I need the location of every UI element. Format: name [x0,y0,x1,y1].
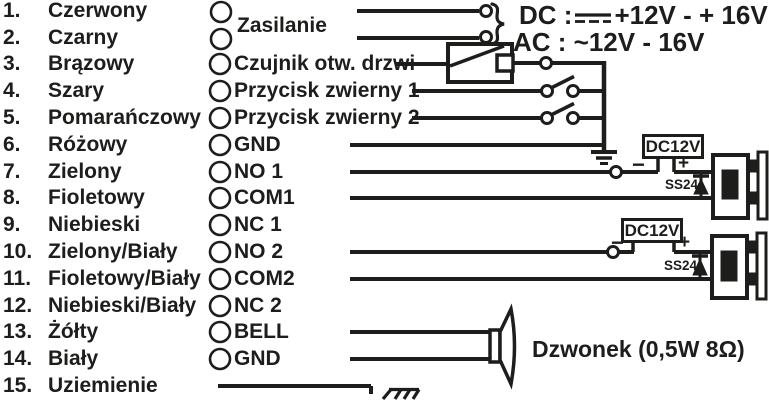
wire-color: Fioletowy/Biały [48,267,201,290]
wire-color: Biały [48,347,99,370]
wire-color: Niebieski [48,213,141,236]
terminal-label-no1: NO 1 [234,160,284,183]
wire-number: 11. [3,267,32,290]
wire-color: Fioletowy [48,186,145,209]
bell-spec-label: Dzwonek (0,5W 8Ω) [532,336,745,362]
wire-row-1: 1. Czerwony [3,0,147,22]
wire-number: 2. [3,26,21,49]
pushbutton-switch-2 [412,101,606,125]
diode-label-2: SS24 [664,258,698,273]
brace-glyph [490,2,505,46]
chassis-ground-icon [381,387,421,400]
dc-current-icon [575,13,612,23]
psu-module-2: DC12V [621,218,683,243]
wire-row-5: 5. Pomarańczowy [3,107,201,129]
bell-circuit [350,303,517,390]
flyback-diode-1 [693,172,709,198]
minus-sign-2: − [611,230,624,255]
wire-number: 9. [3,213,21,236]
wire-color: Żółty [48,320,99,343]
wire-row-14: 14. Biały [3,348,98,370]
terminal-label-gnd-1: GND [234,133,281,156]
flyback-diode-2 [692,252,708,279]
wire-number: 6. [3,133,21,156]
wire-color: Pomarańczowy [48,106,201,129]
wire-number: 3. [3,52,21,75]
wire-row-11: 11. Fioletowy/Biały [3,268,201,290]
plus-sign-1: + [678,153,690,174]
terminal-label-com1: COM1 [234,186,295,209]
terminal-label-button-2: Przycisk zwierny 2 [234,106,420,129]
wire-color: Zielony/Biały [48,240,178,263]
terminal-label-gnd-2: GND [234,347,281,370]
wire-color: Brązowy [48,52,135,75]
wire-number: 12. [3,294,33,317]
terminal-label-button-1: Przycisk zwierny 1 [234,79,420,102]
wire-number: 1. [3,0,21,22]
wire-number: 8. [3,186,21,209]
dc-spec-prefix: DC : [519,0,573,30]
electric-lock-1 [711,150,769,221]
speaker-icon [488,303,517,390]
wire-color: Czerwony [48,0,148,22]
wire-color: Niebieski/Biały [48,294,197,317]
terminal-label-com2: COM2 [234,267,295,290]
diode-label-1: SS24 [665,177,699,192]
ac-spec-line: AC : ~12V - 16V [513,27,704,58]
terminal-label-nc1: NC 1 [234,213,282,236]
wire-row-12: 12. Niebieski/Biały [3,295,196,317]
wire-row-4: 4. Szary [3,80,104,102]
wire-color: Różowy [48,133,128,156]
electric-lock-2 [710,231,768,301]
wire-number: 7. [3,160,21,183]
wire-row-6: 6. Różowy [3,134,127,156]
ac-spec-text: AC : ~12V - 16V [513,27,705,57]
lock-circuit-2 [350,231,768,301]
wire-number: 10. [3,240,33,263]
wire-number: 5. [3,106,21,129]
wire-row-10: 10. Zielony/Biały [3,241,178,263]
earthing-wire [218,384,421,400]
wire-row-2: 2. Czarny [3,27,118,49]
wire-color: Szary [48,79,105,102]
wire-row-13: 13. Żółty [3,321,98,343]
door-sensor-branch [396,42,606,84]
plus-sign-2: + [679,232,691,253]
wire-color: Uziemienie [48,374,158,397]
wire-number: 14. [3,347,33,370]
wire-number: 13. [3,320,33,343]
wire-color: Czarny [48,26,119,49]
wire-row-3: 3. Brązowy [3,53,134,75]
ground-bus [350,61,617,165]
dc-spec-line: DC : +12V - + 16V [519,0,768,31]
terminal-label-door-sensor: Czujnik otw. drzwi [234,52,416,75]
terminal-label-bell: BELL [234,320,289,343]
wire-number: 4. [3,79,21,102]
minus-sign-1: − [632,152,645,177]
terminal-label-no2: NO 2 [234,240,284,263]
pushbutton-switch-1 [412,74,606,98]
wire-row-7: 7. Zielony [3,161,122,183]
terminal-circle-column [208,0,233,371]
power-supply-wires [357,2,505,46]
wire-number: 15. [3,374,33,397]
wire-row-15: 15. Uziemienie [3,375,158,397]
terminal-label-power: Zasilanie [237,14,327,37]
wire-row-8: 8. Fioletowy [3,187,145,209]
dc-spec-value: +12V - + 16V [614,0,768,30]
lock-circuit-1 [350,150,769,221]
wire-color: Zielony [48,160,122,183]
wire-row-9: 9. Niebieski [3,214,140,236]
reed-contact-box [495,53,515,73]
terminal-label-nc2: NC 2 [234,294,282,317]
psu-module-1: DC12V [642,134,704,159]
